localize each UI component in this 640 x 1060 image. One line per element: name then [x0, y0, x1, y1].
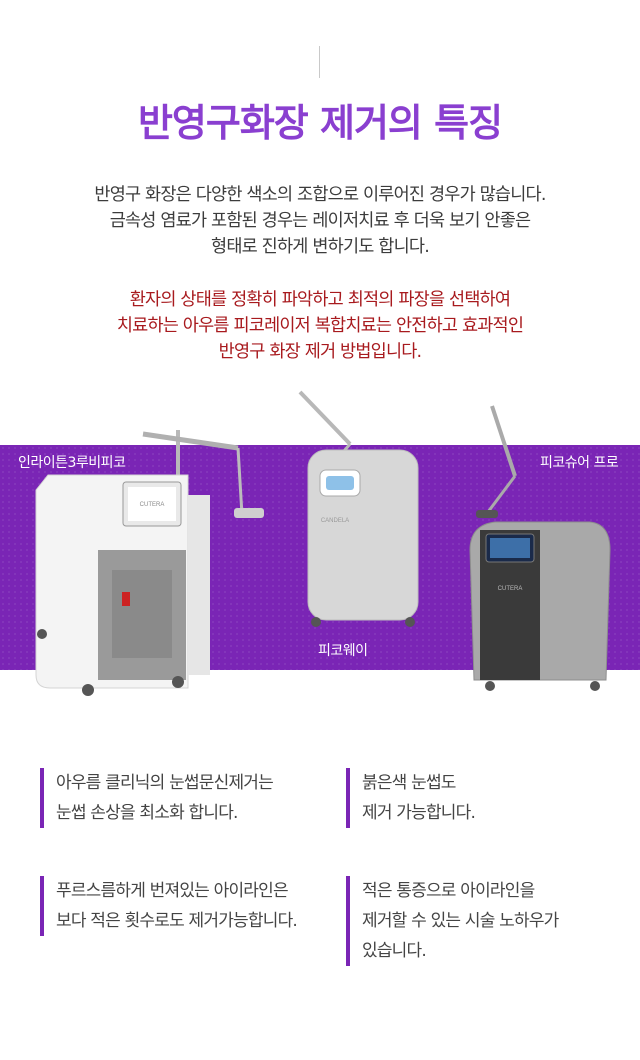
- feature-line: 붉은색 눈썹도: [362, 773, 456, 793]
- feature-item: 붉은색 눈썹도 제거 가능합니다.: [346, 768, 632, 828]
- device-label-picosure: 피코슈어 프로: [540, 455, 619, 471]
- highlight-line: 반영구 화장 제거 방법입니다.: [218, 342, 422, 362]
- intro-line: 형태로 진하게 변하기도 합니다.: [211, 237, 430, 257]
- brand-middle: CANDELA: [321, 518, 349, 524]
- feature-line: 보다 적은 횟수로도 제거가능합니다.: [56, 911, 298, 931]
- intro-line: 반영구 화장은 다양한 색소의 조합으로 이루어진 경우가 많습니다.: [94, 185, 546, 205]
- feature-line: 제거 가능합니다.: [362, 803, 476, 823]
- intro-text: 반영구 화장은 다양한 색소의 조합으로 이루어진 경우가 많습니다. 금속성 …: [30, 182, 610, 260]
- page-title: 반영구화장 제거의 특징: [137, 101, 503, 145]
- brand-left: CUTERA: [140, 502, 165, 508]
- feature-item: 푸르스름하게 번져있는 아이라인은 보다 적은 횟수로도 제거가능합니다.: [40, 876, 326, 936]
- feature-line: 적은 통증으로 아이라인을: [362, 881, 535, 901]
- highlight-text: 환자의 상태를 정확히 파악하고 최적의 파장을 선택하여 치료하는 아우름 피…: [30, 287, 610, 365]
- brand-right: CUTERA: [498, 586, 523, 592]
- laser-device-enlighten-image: CUTERA: [35, 430, 264, 696]
- intro-line: 금속성 염료가 포함된 경우는 레이저치료 후 더욱 보기 안좋은: [109, 211, 531, 231]
- top-divider: [319, 46, 320, 78]
- feature-item: 적은 통증으로 아이라인을 제거할 수 있는 시술 노하우가 있습니다.: [346, 876, 632, 966]
- laser-device-picosure-image: CUTERA: [469, 405, 611, 691]
- device-label-enlighten: 인라이튼3루비피코: [18, 455, 126, 471]
- highlight-line: 치료하는 아우름 피코레이저 복합치료는 안전하고 효과적인: [116, 316, 524, 336]
- feature-line: 눈썹 손상을 최소화 합니다.: [56, 803, 238, 823]
- feature-line: 아우름 클리닉의 눈썹문신제거는: [56, 773, 274, 793]
- feature-item: 아우름 클리닉의 눈썹문신제거는 눈썹 손상을 최소화 합니다.: [40, 768, 326, 828]
- feature-line: 있습니다.: [362, 941, 427, 961]
- highlight-line: 환자의 상태를 정확히 파악하고 최적의 파장을 선택하여: [129, 290, 511, 310]
- feature-line: 제거할 수 있는 시술 노하우가: [362, 911, 559, 931]
- feature-line: 푸르스름하게 번져있는 아이라인은: [56, 881, 289, 901]
- device-label-picoway: 피코웨이: [318, 643, 368, 659]
- laser-device-picoway-image: CANDELA: [298, 390, 419, 627]
